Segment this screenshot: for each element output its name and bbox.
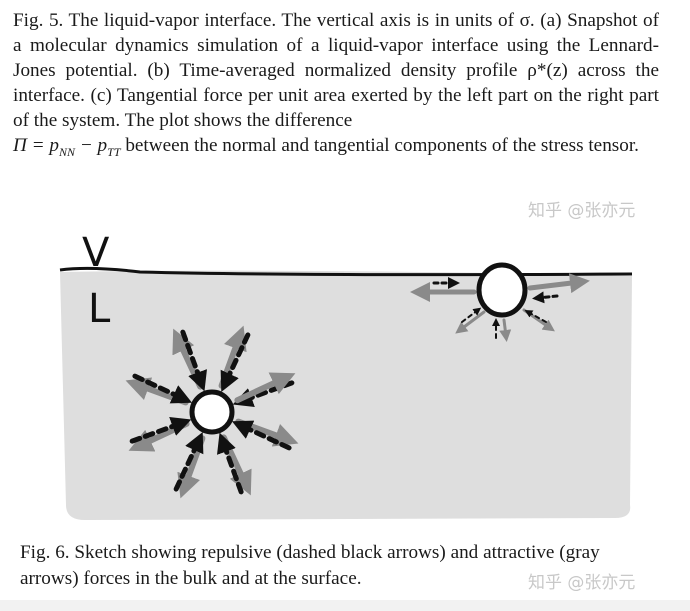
surface-molecule bbox=[476, 262, 528, 318]
caption-text-end: between the normal and tangential compon… bbox=[120, 135, 639, 156]
repulsive-force-arrow bbox=[217, 432, 244, 495]
liquid-region bbox=[60, 270, 632, 520]
attractive-force-arrow bbox=[527, 273, 590, 294]
repulsive-force-arrow bbox=[132, 373, 193, 404]
repulsive-force-arrow bbox=[532, 291, 559, 304]
repulsive-force-arrow bbox=[524, 310, 547, 323]
subscript-tt: TT bbox=[107, 144, 121, 159]
caption-line-1: Fig. 6. Sketch showing repulsive (dashed… bbox=[20, 542, 600, 563]
subscript-nn: NN bbox=[59, 144, 76, 159]
repulsive-force-arrow bbox=[220, 332, 251, 393]
bottom-bar bbox=[0, 600, 690, 611]
figure-5-caption: Fig. 5. The liquid-vapor interface. The … bbox=[13, 8, 659, 165]
caption-text: Fig. 5. The liquid-vapor interface. The … bbox=[13, 10, 659, 131]
watermark-bottom: 知乎 @张亦元 bbox=[528, 573, 636, 593]
watermark: 知乎 @张亦元 bbox=[528, 201, 636, 221]
repulsive-force-arrow bbox=[180, 329, 207, 392]
repulsive-force-arrow bbox=[231, 420, 292, 451]
minus-p: − p bbox=[75, 135, 108, 156]
attractive-force-arrow bbox=[234, 372, 296, 404]
vapor-label: V bbox=[82, 230, 110, 276]
bulk-molecule bbox=[189, 389, 235, 435]
repulsive-force-arrow bbox=[173, 431, 204, 492]
repulsive-force-arrow bbox=[461, 307, 482, 323]
figure-6-caption: Fig. 6. Sketch showing repulsive (dashed… bbox=[20, 540, 600, 592]
pi-formula: Π = p bbox=[13, 135, 59, 156]
repulsive-force-arrow bbox=[129, 417, 192, 444]
liquid-label: L bbox=[88, 286, 111, 332]
caption-line-2: arrows) forces in the bulk and at the su… bbox=[20, 568, 362, 589]
attractive-force-arrow bbox=[499, 318, 512, 342]
